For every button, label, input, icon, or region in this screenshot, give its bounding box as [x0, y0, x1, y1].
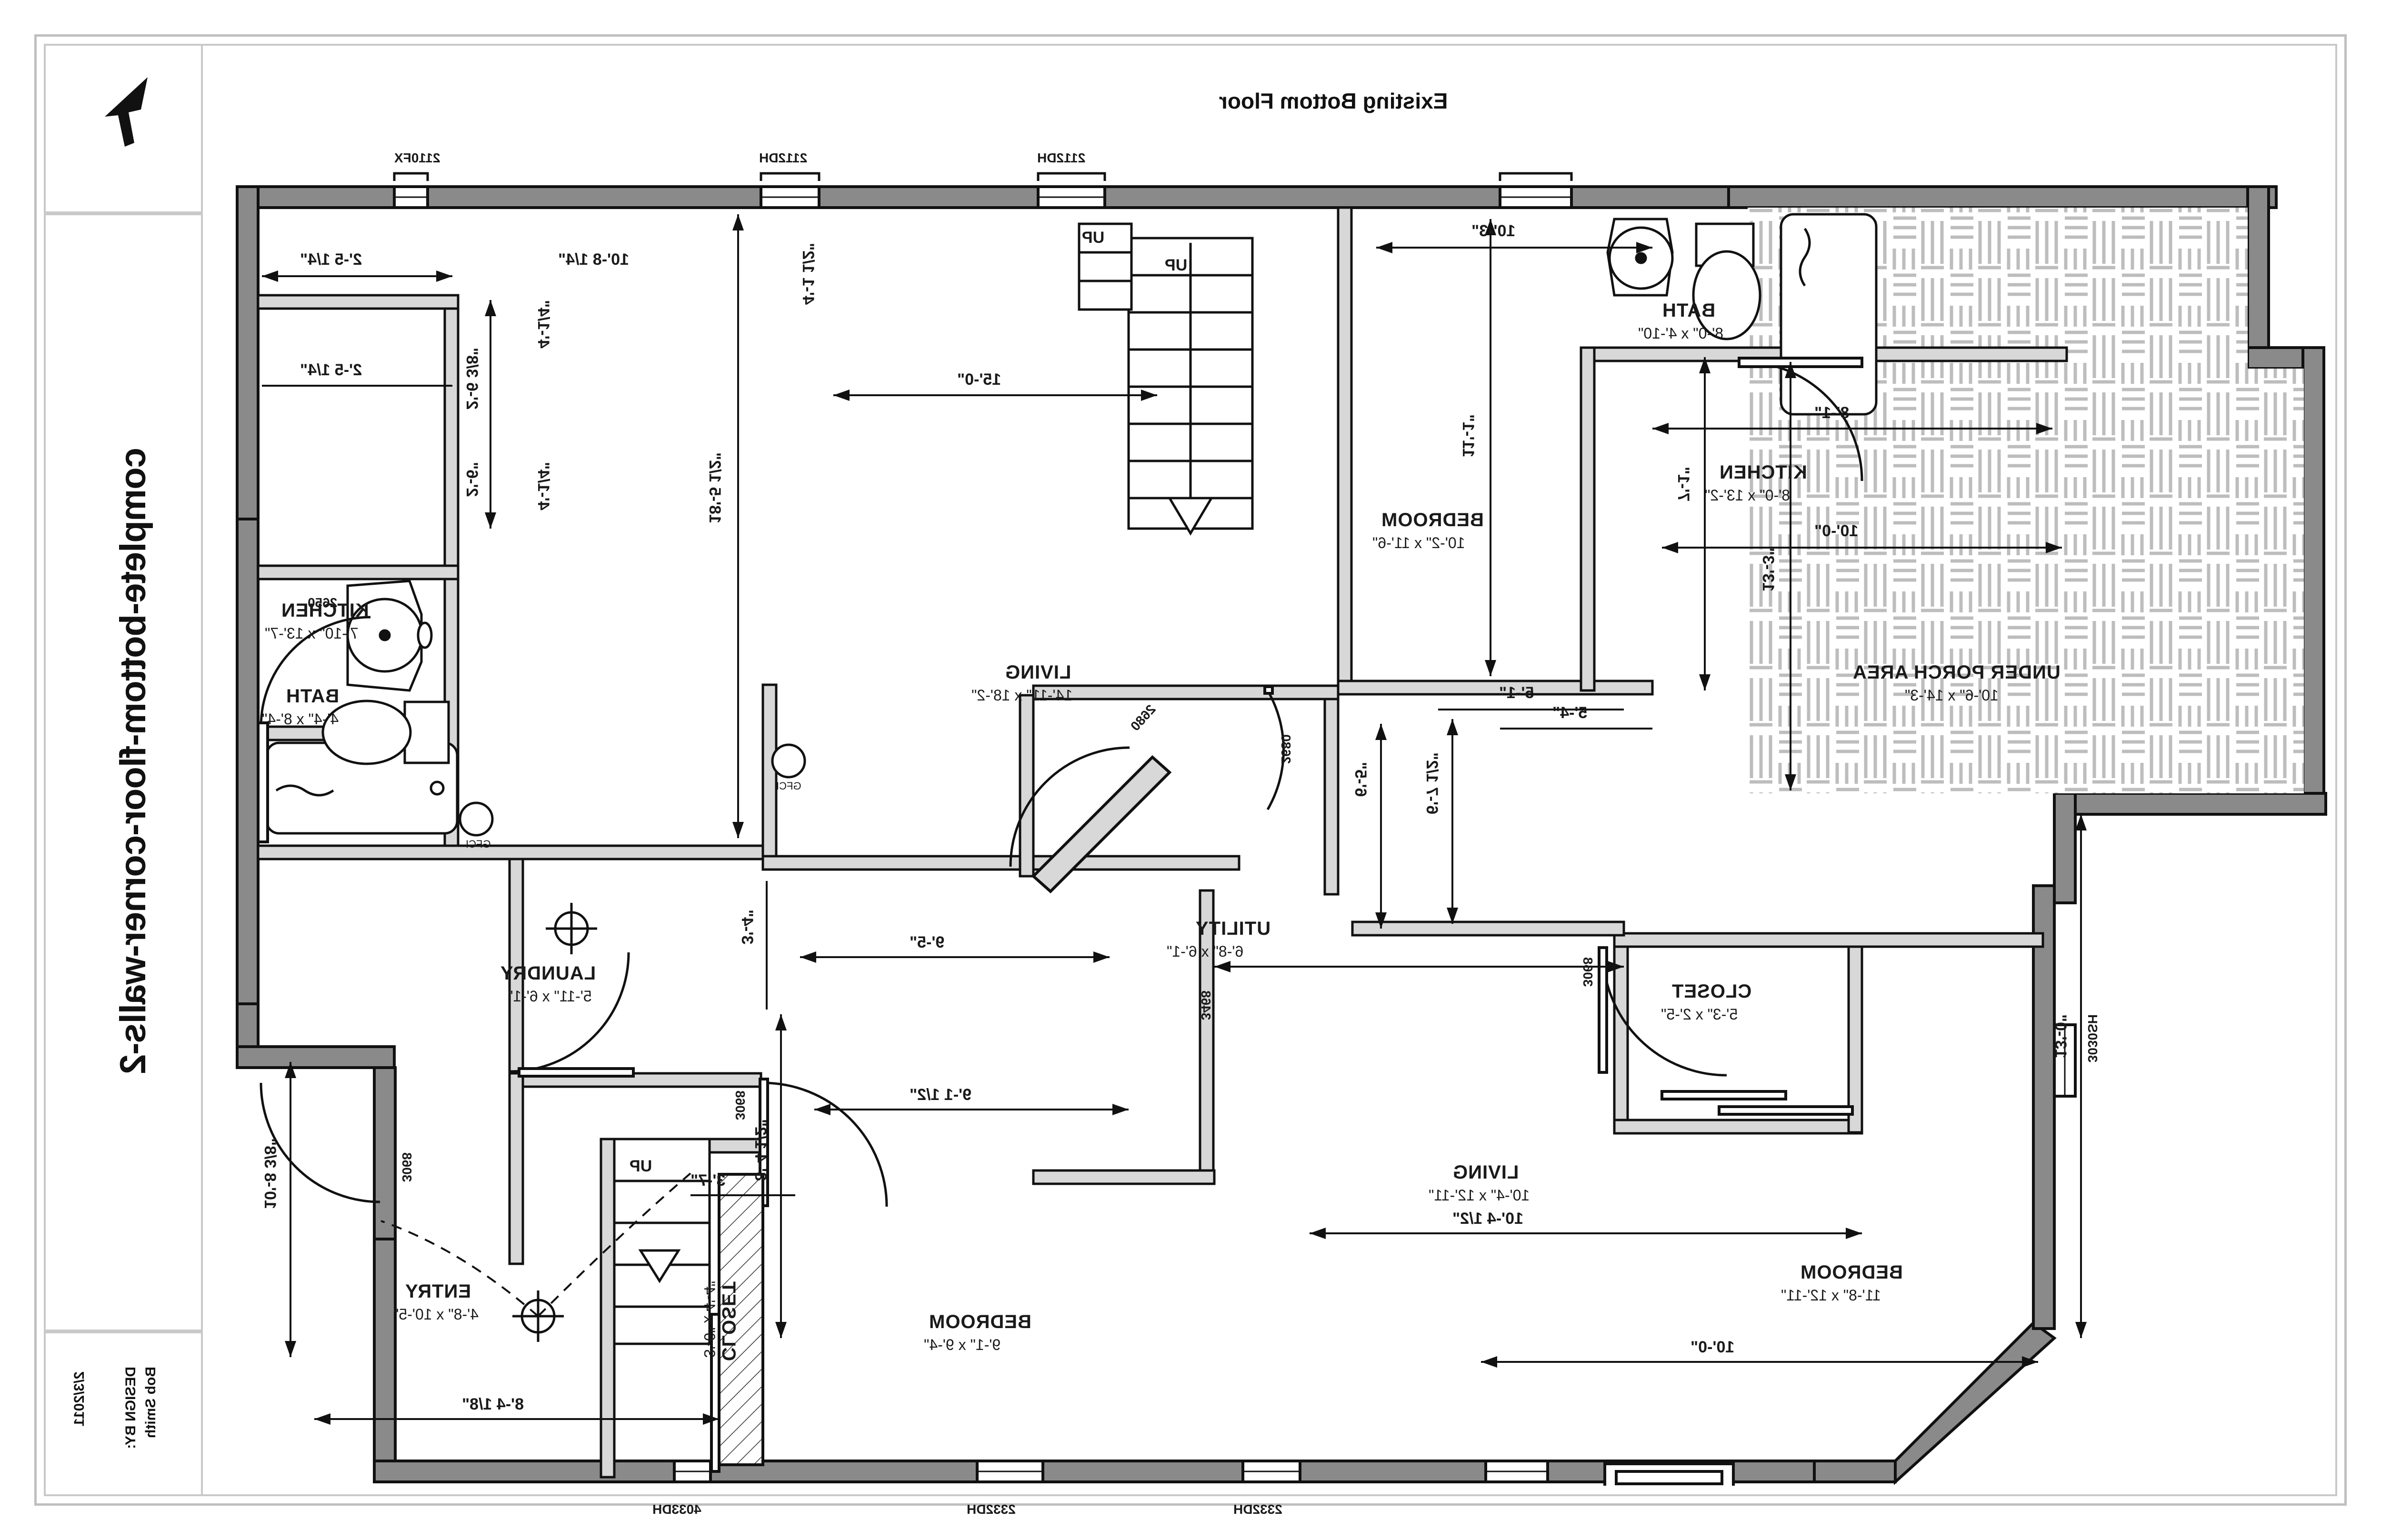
- dim-17: 5'-4": [1552, 704, 1588, 722]
- north-arrow-icon: [90, 71, 162, 152]
- stair-up-label-3: UP: [630, 1157, 652, 1175]
- sheet-title: Existing Bottom Floor: [1219, 89, 1448, 113]
- dim-29: 8'-4 1/8": [462, 1395, 524, 1413]
- room-label-bedroom-left: BEDROOM: [929, 1311, 1031, 1332]
- room-label-bath-right: BATH: [1662, 300, 1716, 321]
- floor-plan-geometry: [236, 172, 2327, 1486]
- dim-2: 2'-6 3/8": [463, 348, 481, 410]
- door-tag-8: 3068: [733, 1090, 748, 1120]
- design-by-label: DESIGN BY:: [123, 1367, 139, 1449]
- room-size-kitchen-left: 7'-10" x 13'-7": [265, 625, 359, 642]
- dim-3: 2'-6": [463, 462, 481, 497]
- room-size-under-porch: 10'-6" x 14'-3": [1905, 687, 1999, 704]
- dim-8: 18'-5 1/2": [706, 452, 724, 523]
- dim-24: 13'-0": [2051, 1014, 2070, 1059]
- room-size-bedroom-topright: 10'-2" x 11'-6": [1372, 534, 1465, 551]
- dim-18: 6'-5": [1351, 762, 1370, 797]
- dim-7: 4'-1/4": [534, 462, 552, 510]
- title-block-info-cell: [46, 1331, 203, 1494]
- floor-plan-drawing: KITCHEN 7'-10" x 13'-7" BATH 4'-4" x 8'-…: [205, 150, 2329, 1517]
- dim-16: 5'-1": [1499, 684, 1534, 702]
- window-tag-4: 4033DH: [652, 1502, 701, 1517]
- dim-20: 9'-5": [910, 933, 945, 951]
- door-tag-5: 3468: [1199, 990, 1213, 1020]
- room-size-bedroom-bottomright: 11'-8" x 12'-11": [1781, 1287, 1881, 1304]
- room-size-bath-left: 4'-4" x 8'-4": [262, 710, 339, 728]
- dim-15: 10'-0": [1814, 522, 1859, 540]
- title-block-north-cell: [46, 46, 203, 213]
- room-size-bedroom-left: 9'-1" x 9'-4": [924, 1336, 1001, 1353]
- designer-name: Bob Smith: [143, 1367, 159, 1438]
- dim-25: 10'-4 1/2": [1452, 1210, 1523, 1228]
- room-size-closet-entry: 3'-6" x 4'-4": [701, 1281, 718, 1358]
- room-label-closet-right: CLOSET: [1671, 981, 1752, 1002]
- room-label-bedroom-topright: BEDROOM: [1381, 510, 1484, 530]
- dim-12: 8'-1": [1814, 404, 1850, 422]
- dim-28: 3'-7": [690, 1171, 726, 1190]
- room-label-bath-left: BATH: [286, 686, 340, 707]
- sheet-border-outer: [34, 34, 2347, 1506]
- door-tag-4: 2680: [1279, 734, 1293, 764]
- drawing-filename: complete-bottom-floor-corner-walls-2: [112, 448, 154, 1082]
- room-label-entry: ENTRY: [405, 1281, 471, 1302]
- room-size-living-right: 10'-4" x 12'-11": [1429, 1187, 1530, 1204]
- door-tag-9: 3068: [400, 1152, 414, 1182]
- dim-21: 3'-4": [738, 910, 756, 945]
- dim-4: 2'-5 1/4": [300, 250, 362, 269]
- dim-30: 10'-8 3/8": [261, 1138, 279, 1209]
- dim-23: 8'-4 1/2": [751, 1119, 770, 1181]
- room-label-bedroom-bottomright: BEDROOM: [1800, 1262, 1903, 1283]
- room-size-kitchen-right: 8'-0" x 13'-2": [1705, 487, 1791, 504]
- window-tag-7: 3030SH: [2085, 1014, 2100, 1063]
- window-tag-5: 2332DH: [967, 1502, 1016, 1517]
- room-size-laundry: 5'-11" x 6'-1": [508, 988, 592, 1005]
- door-tag-7: 3068: [1581, 957, 1595, 987]
- room-size-bath-right: 8'-0" x 4'-10": [1638, 325, 1724, 342]
- window-tag-6: 2332DH: [1233, 1502, 1282, 1517]
- stair-up-label-1: UP: [1165, 256, 1188, 274]
- room-label-utility: UTILITY: [1195, 918, 1271, 939]
- dim-22: 9'-1 1/2": [910, 1086, 972, 1104]
- window-tag-3: 2112DH: [1037, 150, 1086, 165]
- dim-14: 13'-3": [1759, 548, 1777, 592]
- room-size-living-center: 14'-11" x 18'-2": [971, 687, 1073, 704]
- title-block-filename-cell: [46, 213, 203, 1331]
- drawing-date: 2/3/2011: [71, 1371, 87, 1427]
- dim-1: 10'-8 1/4": [558, 250, 629, 269]
- room-size-closet-right: 5'-3" x 2'-5": [1661, 1006, 1738, 1023]
- dim-13: 7'-1": [1674, 467, 1692, 502]
- room-label-under-porch: UNDER PORCH AREA: [1852, 662, 2061, 683]
- dim-5: 2'-5 1/4": [300, 361, 362, 379]
- dim-19: 6'-7 1/2": [1423, 752, 1441, 815]
- room-label-living-right: LIVING: [1452, 1162, 1519, 1183]
- dim-11: 11'-1": [1459, 414, 1477, 458]
- sheet-border-inner: [44, 44, 2337, 1496]
- drawing-filename-text: complete-bottom-floor-corner-walls-2: [113, 448, 153, 1074]
- room-label-kitchen-right: KITCHEN: [1719, 462, 1807, 483]
- room-size-utility: 6'-8" x 6'-1": [1167, 943, 1244, 960]
- dim-10: 10'-3": [1471, 222, 1516, 240]
- dim-26: 10'-0": [1691, 1338, 1735, 1356]
- door-tag-1: 2650: [308, 595, 338, 610]
- room-size-entry: 4'-8" x 10'-5": [393, 1306, 479, 1323]
- dim-31: 4'-1 1/2": [799, 243, 817, 305]
- gfci-label-2: GFCI: [776, 780, 801, 792]
- stair-up-label-2: UP: [1082, 229, 1105, 247]
- title-block-column: [46, 46, 203, 1494]
- room-label-closet-entry: CLOSET: [718, 1281, 739, 1361]
- window-tag-2: 2112DH: [759, 150, 808, 165]
- dim-6: 4'-1/4": [534, 300, 552, 349]
- room-label-laundry: LAUNDRY: [500, 963, 596, 984]
- dim-9: 15'-0": [957, 370, 1001, 389]
- room-label-living-center: LIVING: [1005, 662, 1071, 683]
- gfci-label-1: GFCI: [466, 838, 491, 850]
- window-tag-1: 2110FX: [394, 150, 440, 165]
